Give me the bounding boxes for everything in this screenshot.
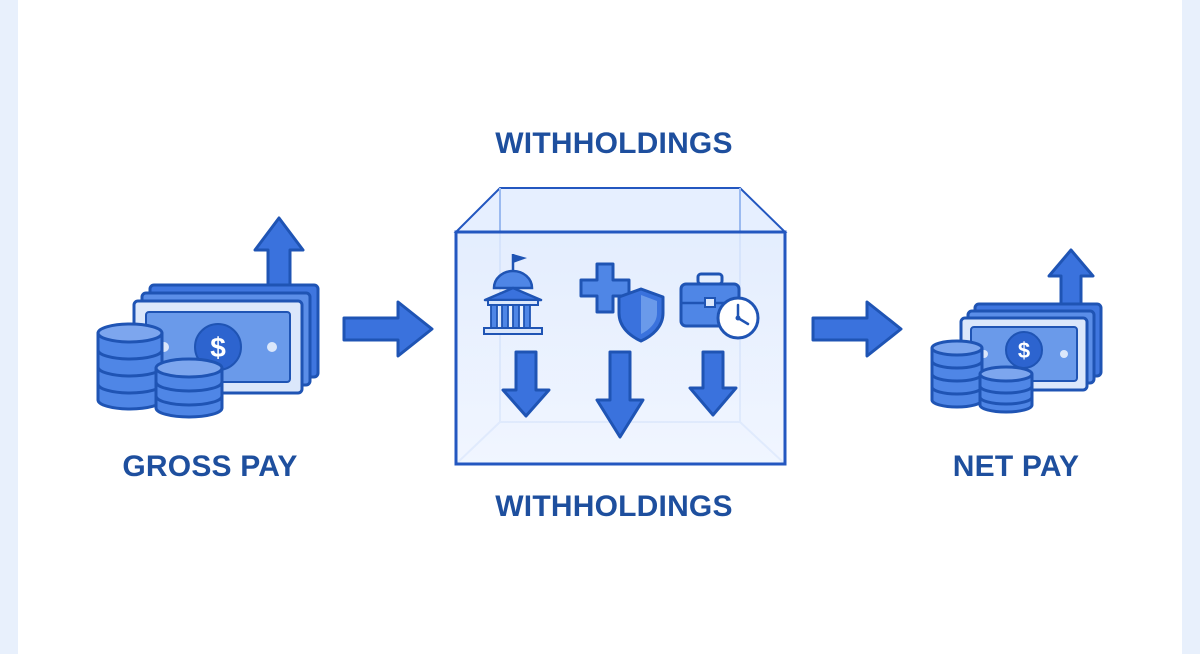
coin-stack-icon <box>930 339 984 409</box>
up-arrow-icon <box>253 216 305 300</box>
down-arrow-icon <box>688 350 738 417</box>
gross-pay-graphic: $ <box>96 216 320 419</box>
withholdings-title: WITHHOLDINGS <box>495 127 733 160</box>
gross-pay-label: GROSS PAY <box>122 450 298 483</box>
coin-stack-icon <box>154 357 224 419</box>
clock-icon <box>716 296 760 340</box>
withholdings-caption: WITHHOLDINGS <box>495 490 733 523</box>
coin-stack-icon <box>96 322 164 411</box>
health-cross-icon <box>579 262 631 314</box>
coin-stack-icon <box>978 365 1034 414</box>
dollar-sign: $ <box>1018 338 1030 363</box>
dollar-sign: $ <box>210 332 226 363</box>
net-pay-graphic: $ <box>930 248 1103 414</box>
government-building-icon <box>483 254 543 335</box>
down-arrow-icon <box>501 350 551 418</box>
right-arrow-icon <box>342 300 434 358</box>
right-arrow-icon <box>811 300 903 358</box>
net-pay-label: NET PAY <box>952 450 1080 483</box>
down-arrow-icon <box>595 350 645 439</box>
shield-icon <box>617 287 665 343</box>
up-arrow-icon <box>1047 248 1095 312</box>
